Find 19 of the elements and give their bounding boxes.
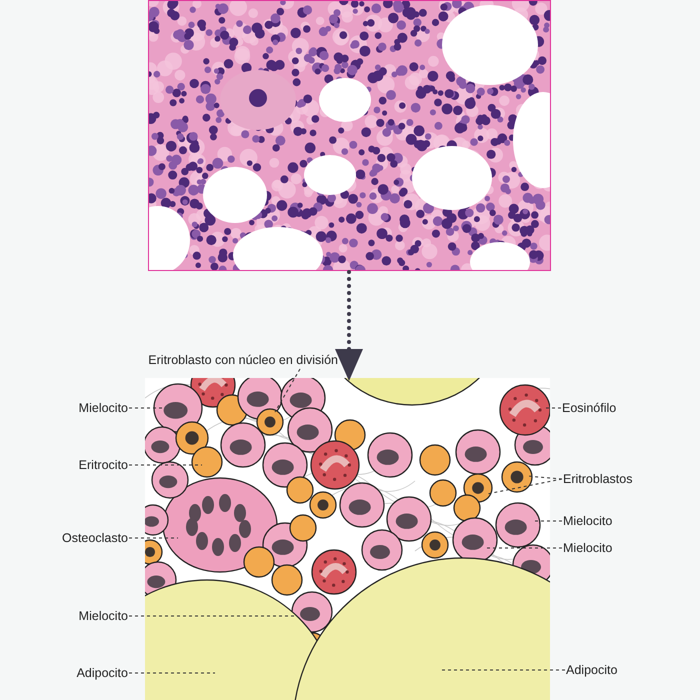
leader-line xyxy=(486,478,562,494)
cell-label: Mielocito xyxy=(78,400,128,416)
cell-label: Adipocito xyxy=(76,665,128,681)
dotted-arrow xyxy=(335,270,363,381)
cell-label: Adipocito xyxy=(566,662,618,678)
cell-label: Eritrocito xyxy=(78,457,128,473)
cell-label: Mielocito xyxy=(78,608,128,624)
cell-label: Eritroblasto con núcleo en división xyxy=(148,352,338,368)
cell-label: Mielocito xyxy=(563,513,612,529)
leader-line xyxy=(128,464,202,466)
leader-line xyxy=(526,476,562,480)
bone-marrow-cells-drawing xyxy=(145,378,550,700)
cell-label: Eritroblastos xyxy=(563,471,632,487)
cell-label: Eosinófilo xyxy=(562,400,616,416)
cell-label: Osteoclasto xyxy=(62,530,128,546)
micrograph-picture xyxy=(148,0,551,271)
leader-line xyxy=(128,672,216,674)
leader-line xyxy=(534,520,562,522)
cell-label: Mielocito xyxy=(563,540,612,556)
